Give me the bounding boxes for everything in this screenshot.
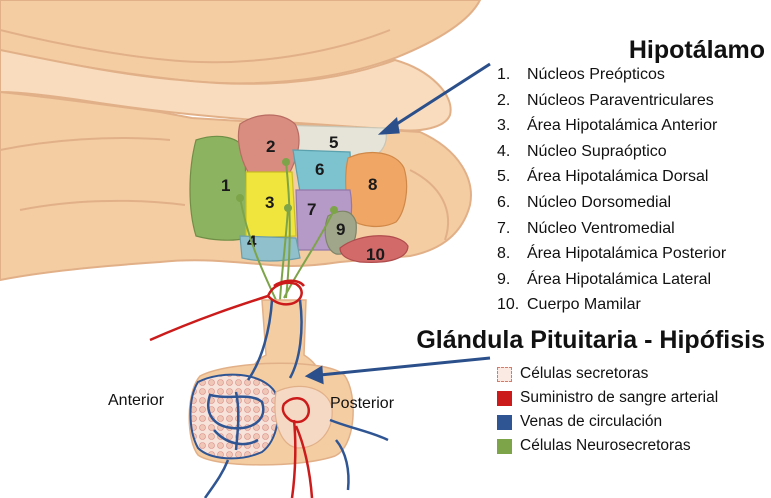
nuclei-list: 1.Núcleos Preópticos 2.Núcleos Paraventr… xyxy=(497,66,726,322)
legend-label: Suministro de sangre arterial xyxy=(520,389,718,407)
region-label-8: 8 xyxy=(368,175,377,194)
list-item: 4.Núcleo Supraóptico xyxy=(497,143,726,169)
nucleus-number: 6. xyxy=(497,194,527,212)
legend-label: Células Neurosecretoras xyxy=(520,437,691,455)
region-label-9: 9 xyxy=(336,220,345,239)
posterior-label: Posterior xyxy=(330,395,394,413)
anterior-lobe-cells xyxy=(191,375,279,459)
list-item: 9.Área Hipotalámica Lateral xyxy=(497,271,726,297)
region-label-2: 2 xyxy=(266,137,275,156)
pituitary-title: Glándula Pituitaria - Hipófisis xyxy=(416,326,765,355)
region-label-3: 3 xyxy=(265,193,274,212)
region-label-1: 1 xyxy=(221,176,230,195)
legend-item: Células secretoras xyxy=(497,362,718,386)
neurosecretory-swatch xyxy=(497,439,512,454)
nucleus-number: 5. xyxy=(497,168,527,186)
nucleus-name: Núcleos Paraventriculares xyxy=(527,92,714,109)
nucleus-name: Área Hipotalámica Dorsal xyxy=(527,168,708,185)
nucleus-name: Núcleo Dorsomedial xyxy=(527,194,671,211)
nucleus-name: Cuerpo Mamilar xyxy=(527,296,641,313)
nucleus-name: Núcleo Ventromedial xyxy=(527,220,675,237)
list-item: 6.Núcleo Dorsomedial xyxy=(497,194,726,220)
list-item: 3.Área Hipotalámica Anterior xyxy=(497,117,726,143)
list-item: 10.Cuerpo Mamilar xyxy=(497,296,726,322)
list-item: 2.Núcleos Paraventriculares xyxy=(497,92,726,118)
nucleus-number: 7. xyxy=(497,220,527,238)
nucleus-name: Área Hipotalámica Posterior xyxy=(527,245,726,262)
legend-label: Venas de circulación xyxy=(520,413,662,431)
nucleus-name: Núcleos Preópticos xyxy=(527,66,665,83)
list-item: 1.Núcleos Preópticos xyxy=(497,66,726,92)
legend-item: Suministro de sangre arterial xyxy=(497,386,718,410)
list-item: 8.Área Hipotalámica Posterior xyxy=(497,245,726,271)
legend-item: Venas de circulación xyxy=(497,410,718,434)
region-label-5: 5 xyxy=(329,133,338,152)
pituitary-gland xyxy=(189,300,353,465)
list-item: 7.Núcleo Ventromedial xyxy=(497,220,726,246)
secretory-cells-icon xyxy=(497,367,512,382)
nucleus-number: 1. xyxy=(497,66,527,84)
veins-swatch xyxy=(497,415,512,430)
nucleus-name: Área Hipotalámica Lateral xyxy=(527,271,711,288)
pituitary-arrow xyxy=(320,358,490,375)
nucleus-number: 4. xyxy=(497,143,527,161)
nucleus-number: 10. xyxy=(497,296,527,314)
nucleus-name: Área Hipotalámica Anterior xyxy=(527,117,717,134)
nucleus-number: 3. xyxy=(497,117,527,135)
region-label-7: 7 xyxy=(307,200,316,219)
nucleus-name: Núcleo Supraóptico xyxy=(527,143,667,160)
region-1-preoptic-nuclei xyxy=(190,136,247,240)
region-label-10: 10 xyxy=(366,245,385,264)
anterior-label: Anterior xyxy=(108,392,164,410)
nucleus-number: 9. xyxy=(497,271,527,289)
list-item: 5.Área Hipotalámica Dorsal xyxy=(497,168,726,194)
nucleus-number: 2. xyxy=(497,92,527,110)
arterial-supply-swatch xyxy=(497,391,512,406)
legend: Células secretoras Suministro de sangre … xyxy=(497,362,718,458)
region-label-6: 6 xyxy=(315,160,324,179)
legend-label: Células secretoras xyxy=(520,365,648,383)
legend-item: Células Neurosecretoras xyxy=(497,434,718,458)
nucleus-number: 8. xyxy=(497,245,527,263)
hypothalamus-title: Hipotálamo xyxy=(629,36,765,65)
